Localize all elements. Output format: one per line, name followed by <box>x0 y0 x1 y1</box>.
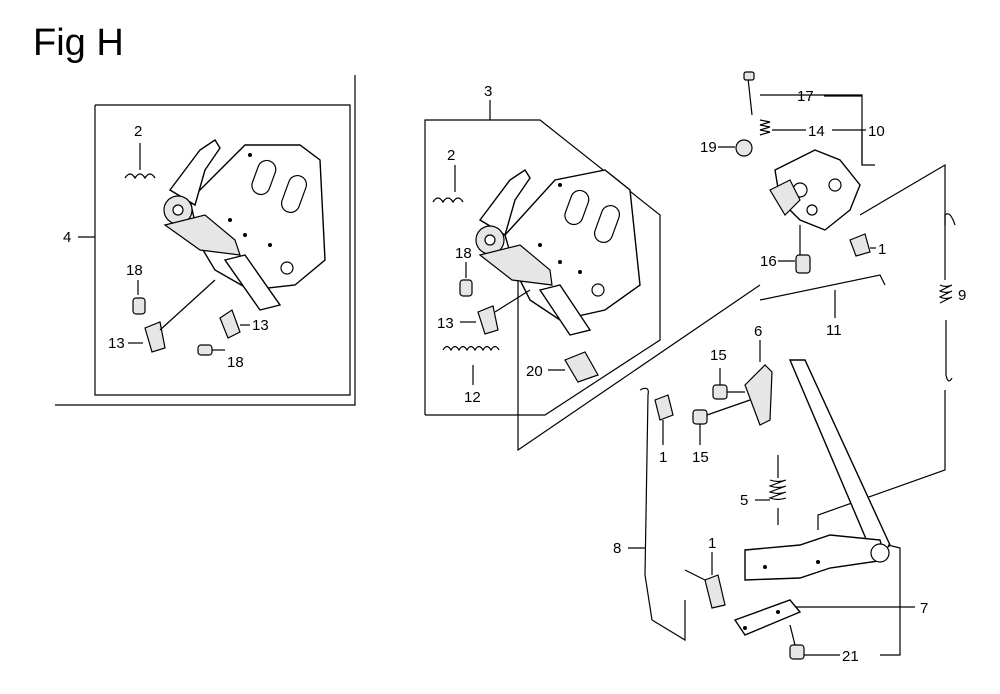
callout-15b: 15 <box>692 449 709 466</box>
callout-11: 11 <box>826 322 842 339</box>
lever-7 <box>733 359 915 656</box>
callout-7: 7 <box>920 600 928 617</box>
callout-14: 14 <box>808 123 825 140</box>
callout-13a: 13 <box>108 335 125 352</box>
callout-1b: 1 <box>659 449 667 466</box>
bracket-6 <box>744 340 773 426</box>
callout-13b: 13 <box>252 317 269 334</box>
assembly-3-frame <box>424 100 661 416</box>
pad-20 <box>548 351 599 383</box>
callout-10: 10 <box>868 123 885 140</box>
clip-13a <box>128 279 216 353</box>
rod-8 <box>628 387 686 642</box>
callout-21: 21 <box>842 648 859 665</box>
callout-1c: 1 <box>708 535 716 552</box>
callout-18c: 18 <box>455 245 472 262</box>
callout-16: 16 <box>760 253 777 270</box>
callout-13c: 13 <box>437 315 454 332</box>
callout-20: 20 <box>526 363 543 380</box>
clip-13c <box>460 289 531 335</box>
figure-title: Fig H <box>33 22 124 64</box>
callout-2b: 2 <box>447 147 455 164</box>
callout-8: 8 <box>613 540 621 557</box>
callout-2a: 2 <box>134 123 142 140</box>
callout-15a: 15 <box>710 347 727 364</box>
callout-17: 17 <box>797 88 814 105</box>
callout-18b: 18 <box>227 354 244 371</box>
clip-1b <box>654 394 674 445</box>
callout-6: 6 <box>754 323 762 340</box>
spring-12 <box>442 345 500 385</box>
bolt-18a <box>132 280 146 315</box>
assembly-4-frame <box>55 75 356 406</box>
callout-9: 9 <box>958 287 966 304</box>
callout-19: 19 <box>700 139 717 156</box>
link-lines <box>517 280 761 452</box>
spring-9 <box>938 213 956 382</box>
bolt-16 <box>795 225 811 274</box>
callout-3: 3 <box>484 83 492 100</box>
spring-2a <box>124 143 156 180</box>
spring-2b <box>432 165 464 204</box>
clip-13b <box>219 309 250 339</box>
bolt-15b <box>692 399 751 445</box>
bolt-18b <box>197 344 225 356</box>
control-plate-3 <box>475 169 641 336</box>
clip-1c <box>684 552 726 609</box>
bolt-21 <box>789 624 840 660</box>
control-plate-4 <box>163 139 326 311</box>
callout-12: 12 <box>464 389 481 406</box>
callout-4: 4 <box>63 229 71 246</box>
callout-5: 5 <box>740 492 748 509</box>
callout-18a: 18 <box>126 262 143 279</box>
spring-5 <box>755 455 787 525</box>
callout-1a: 1 <box>878 241 886 258</box>
clip-1a <box>849 233 871 257</box>
bolt-15a <box>712 368 745 400</box>
bolt-18c <box>459 262 473 297</box>
governor-arm-group <box>735 71 861 231</box>
rod-11 <box>759 274 886 318</box>
